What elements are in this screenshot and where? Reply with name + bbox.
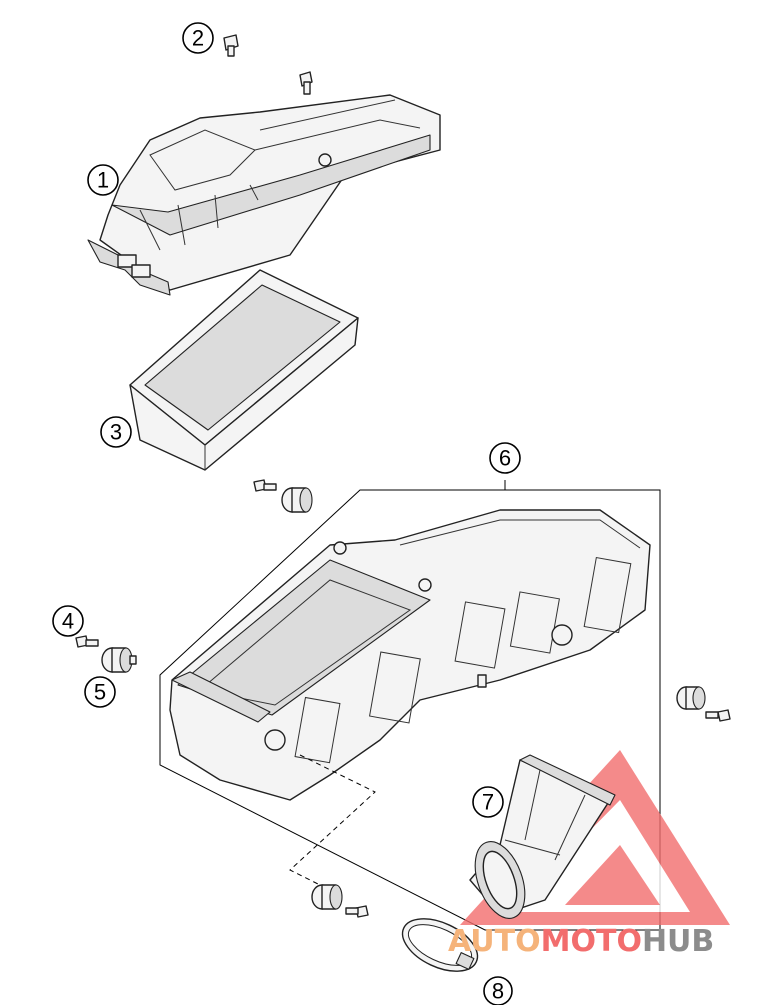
rubber-bushing-lower (311, 884, 343, 910)
screw-right (705, 709, 731, 722)
callout-label-2: 2 (192, 26, 204, 51)
air-filter-box (169, 509, 651, 801)
dashed-leader-line (289, 754, 376, 896)
hose-clamp (401, 918, 479, 972)
screw-upper (253, 479, 277, 492)
watermark-text: AUTOMOTOHUB (448, 924, 714, 959)
callout-label-5: 5 (94, 680, 106, 705)
rubber-bushing-upper (281, 487, 313, 513)
intake-boot (469, 754, 616, 919)
air-filter-box-cover (87, 71, 441, 296)
callout-4: 4 (52, 605, 84, 637)
callout-3: 3 (100, 416, 132, 448)
callout-label-7: 7 (482, 790, 494, 815)
group-bracket-6 (159, 480, 661, 931)
watermark-hub: HUB (642, 924, 714, 959)
callout-label-3: 3 (110, 420, 122, 445)
svg-text:AUTOMOTOHUB: AUTOMOTOHUB (448, 924, 714, 959)
rubber-bushing-part-5 (101, 647, 137, 673)
watermark-auto: AUTO (448, 924, 541, 959)
callout-6: 6 (489, 442, 521, 474)
screw-lower (345, 905, 369, 918)
callout-label-8: 8 (492, 979, 504, 1004)
callout-label-1: 1 (97, 168, 109, 193)
callout-7: 7 (472, 786, 504, 818)
screw-part-4 (75, 635, 99, 648)
callout-2: 2 (182, 22, 214, 54)
rubber-bushing-right (676, 686, 706, 710)
callout-8: 8 (483, 976, 513, 1005)
callout-label-6: 6 (499, 446, 511, 471)
screw-part-2 (223, 34, 239, 57)
watermark-moto: MOTO (541, 924, 642, 959)
callout-label-4: 4 (62, 609, 74, 634)
callout-5: 5 (84, 676, 116, 708)
air-filter (129, 269, 359, 471)
callout-1: 1 (87, 164, 119, 196)
